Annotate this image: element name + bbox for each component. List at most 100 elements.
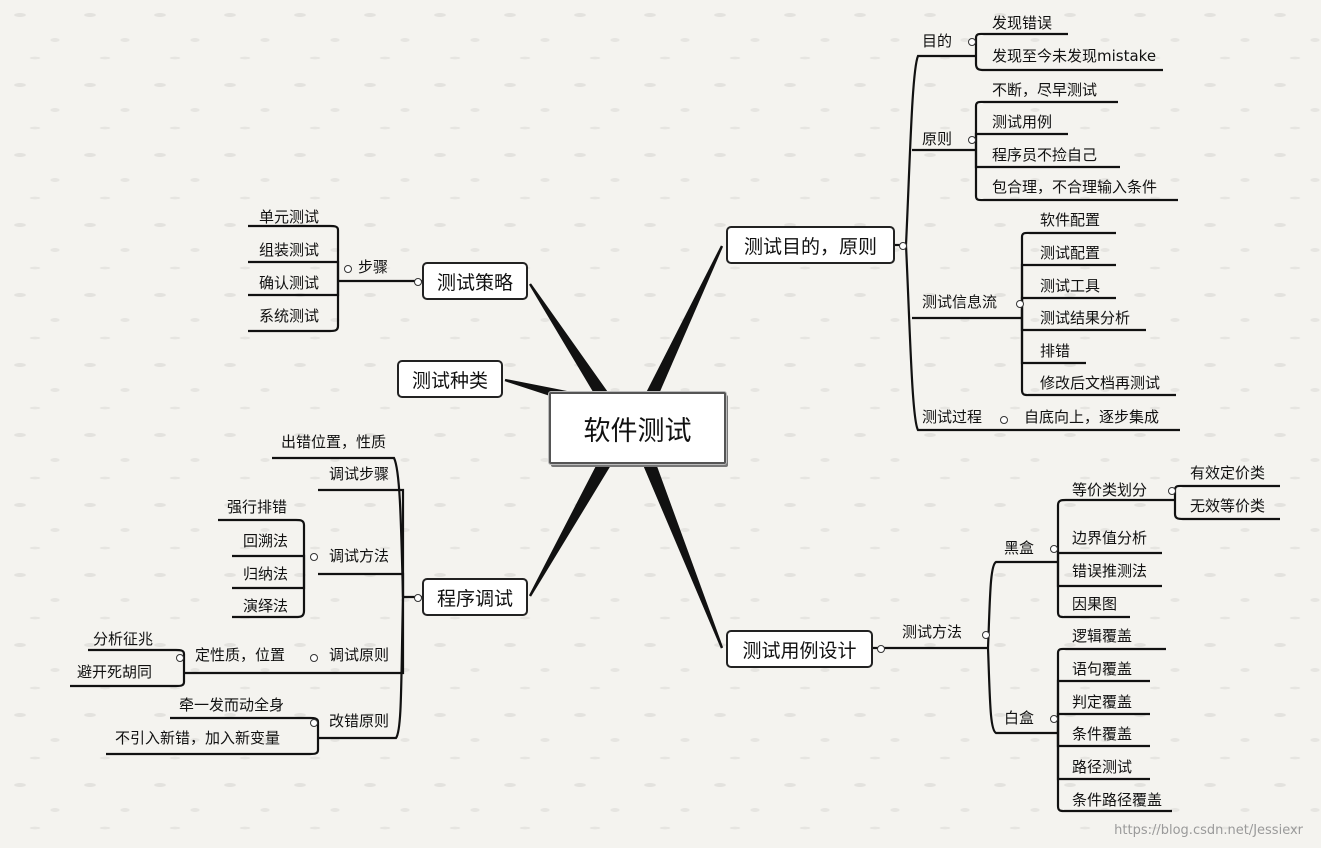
info-flow-item[interactable]: 修改后文档再测试 [1040,374,1161,392]
label-info-flow[interactable]: 测试信息流 [922,293,998,311]
connector-line [974,56,1163,72]
connector-line [986,647,1058,735]
blackbox-item[interactable]: 因果图 [1072,595,1118,613]
principle-item[interactable]: 测试用例 [992,113,1053,131]
principle-item[interactable]: 不断，尽早测试 [992,81,1098,99]
strategy-item[interactable]: 系统测试 [259,307,320,325]
collapse-toggle[interactable] [414,594,422,602]
connector-line [318,572,405,597]
whitebox-item[interactable]: 逻辑覆盖 [1072,627,1133,645]
topic-test-strategy[interactable]: 测试策略 [422,262,528,300]
connector-line [170,716,320,738]
collapse-toggle[interactable] [1016,300,1024,308]
principle-item[interactable]: 包合理，不合理输入条件 [992,178,1158,196]
collapse-toggle[interactable] [310,719,318,727]
collapse-toggle[interactable] [899,242,907,250]
connector-line [1020,318,1176,397]
whitebox-item[interactable]: 条件覆盖 [1072,725,1133,743]
connector-line [974,132,1068,150]
main-branch-connector [633,437,724,649]
label-fix-principles[interactable]: 改错原则 [329,712,390,730]
collapse-toggle[interactable] [1168,487,1176,495]
info-flow-item[interactable]: 排错 [1040,342,1071,360]
process-item[interactable]: 自底向上，逐步集成 [1024,408,1160,426]
debug-method-item[interactable]: 归纳法 [243,565,289,583]
goal-item[interactable]: 发现错误 [992,14,1053,32]
collapse-toggle[interactable] [877,645,885,653]
collapse-toggle[interactable] [982,631,990,639]
collapse-toggle[interactable] [310,553,318,561]
label-locate-nature[interactable]: 定性质，位置 [195,646,286,664]
connector-line [1056,551,1162,562]
whitebox-item[interactable]: 语句覆盖 [1072,660,1133,678]
strategy-item[interactable]: 单元测试 [259,208,320,226]
topic-test-purpose[interactable]: 测试目的，原则 [726,226,895,264]
connector-line [248,281,340,333]
collapse-toggle[interactable] [1050,545,1058,553]
connector-line [1056,733,1172,813]
label-blackbox[interactable]: 黑盒 [1004,539,1035,557]
whitebox-item[interactable]: 条件路径覆盖 [1072,791,1163,809]
label-principle[interactable]: 原则 [922,130,953,148]
topic-test-types[interactable]: 测试种类 [397,360,503,398]
central-topic[interactable]: 软件测试 [549,392,726,464]
main-branch-connector [528,283,618,414]
main-branch-connector [633,245,724,423]
strategy-item[interactable]: 确认测试 [259,274,320,292]
equivalence-item[interactable]: 有效定价类 [1190,464,1266,482]
connector-line [88,648,186,673]
watermark: https://blog.csdn.net/Jessiexr [1114,823,1303,838]
strategy-item[interactable]: 组装测试 [259,241,320,259]
principle-item[interactable]: 程序员不捡自己 [992,146,1098,164]
label-whitebox[interactable]: 白盒 [1004,709,1035,727]
topic-program-debug[interactable]: 程序调试 [422,578,528,616]
collapse-toggle[interactable] [1000,416,1008,424]
goal-item[interactable]: 发现至今未发现mistake [992,47,1157,65]
info-flow-item[interactable]: 测试配置 [1040,244,1101,262]
debug-error-position[interactable]: 出错位置，性质 [281,433,387,451]
collapse-toggle[interactable] [310,654,318,662]
equivalence-item[interactable]: 无效等价类 [1190,497,1266,515]
label-test-method[interactable]: 测试方法 [902,623,963,641]
info-flow-item[interactable]: 软件配置 [1040,211,1101,229]
debug-method-item[interactable]: 回溯法 [243,532,289,550]
connector-line [1056,498,1175,562]
label-debug-methods[interactable]: 调试方法 [329,547,390,565]
collapse-toggle[interactable] [968,136,976,144]
connector-line [106,738,320,756]
collapse-toggle[interactable] [414,278,422,286]
main-branch-connector [528,446,619,597]
label-steps[interactable]: 步骤 [358,258,389,276]
label-equivalence-partition[interactable]: 等价类划分 [1072,481,1148,499]
connector-line [248,260,340,281]
locate-item[interactable]: 分析征兆 [93,630,154,648]
whitebox-item[interactable]: 判定覆盖 [1072,693,1133,711]
label-debug-principles[interactable]: 调试原则 [329,646,390,664]
connector-line [1056,712,1150,733]
debug-method-item[interactable]: 强行排错 [227,498,288,516]
blackbox-item[interactable]: 边界值分析 [1072,529,1148,547]
label-test-process[interactable]: 测试过程 [922,408,983,426]
connector-line [974,150,1178,202]
collapse-toggle[interactable] [968,38,976,46]
blackbox-item[interactable]: 错误推测法 [1072,562,1148,580]
whitebox-item[interactable]: 路径测试 [1072,758,1133,776]
collapse-toggle[interactable] [344,265,352,273]
info-flow-item[interactable]: 测试结果分析 [1040,309,1131,327]
label-goal[interactable]: 目的 [922,32,953,50]
debug-method-item[interactable]: 演绎法 [243,597,289,615]
debug-steps[interactable]: 调试步骤 [329,465,390,483]
fix-item[interactable]: 牵一发而动全身 [179,696,285,714]
locate-item[interactable]: 避开死胡同 [77,663,153,681]
connector-line [986,560,1058,649]
connector-line [232,574,306,619]
connector-line [974,32,1068,56]
collapse-toggle[interactable] [176,654,184,662]
fix-item[interactable]: 不引入新错，加入新变量 [115,729,281,747]
info-flow-item[interactable]: 测试工具 [1040,277,1101,295]
connector-line [318,596,405,740]
collapse-toggle[interactable] [1050,715,1058,723]
topic-test-case-design[interactable]: 测试用例设计 [726,630,873,668]
connector-line [1056,647,1166,733]
